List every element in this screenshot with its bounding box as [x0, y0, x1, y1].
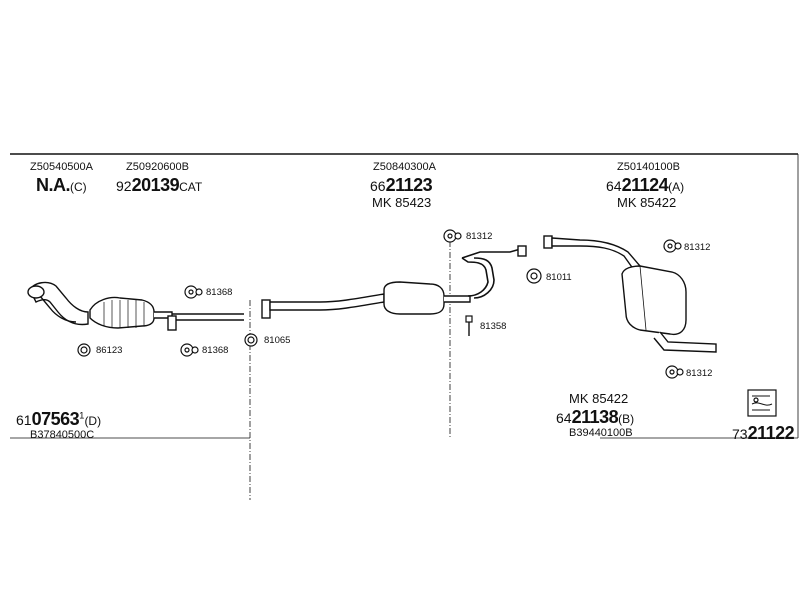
- part-5-suffix: (D): [84, 414, 102, 428]
- part-5-main: 07563: [31, 409, 80, 429]
- small-part-c-icon: [184, 285, 203, 299]
- part-2-main: 20139: [131, 175, 180, 195]
- small-part-i-icon: [665, 365, 684, 379]
- part-3: 6621123: [370, 175, 433, 195]
- small-part-f-label: 86123: [96, 345, 123, 356]
- small-part-f-icon: [77, 343, 91, 357]
- middle-pipe: [261, 245, 527, 319]
- part-6-code: B39440100B: [569, 427, 633, 439]
- part-6: 6421138(B): [556, 408, 634, 427]
- part-7-prefix: 73: [732, 426, 748, 442]
- part-3-mk: MK 85423: [372, 195, 432, 210]
- header-code-1: Z50540500A: [30, 161, 93, 173]
- part-4-main: 21124: [621, 175, 669, 195]
- catalytic-converter: [89, 296, 244, 331]
- part-na-suffix: (C): [70, 180, 87, 194]
- part-6-main: 21138: [571, 407, 619, 427]
- part-5-prefix: 61: [16, 412, 32, 428]
- small-part-e-icon: [465, 315, 473, 336]
- rear-muffler: [543, 235, 717, 353]
- header-code-4: Z50140100B: [617, 161, 680, 173]
- part-2-suffix: CAT: [179, 180, 203, 194]
- exhaust-kit-icon: [747, 389, 777, 417]
- part-6-prefix: 64: [556, 410, 572, 426]
- small-part-c-label: 81368: [206, 287, 233, 298]
- part-2-prefix: 92: [116, 178, 132, 194]
- part-4-suffix: (A): [668, 180, 685, 194]
- part-4: 6421124(A): [606, 176, 684, 195]
- part-7-main: 21122: [747, 423, 795, 443]
- part-5-code: B37840500C: [30, 429, 95, 441]
- part-6-suffix: (B): [618, 412, 635, 426]
- small-part-a-icon: [443, 229, 462, 243]
- header-code-3: Z50840300A: [373, 161, 436, 173]
- part-5: 61075631(D): [16, 410, 101, 429]
- small-part-d-icon: [180, 343, 199, 357]
- small-part-i-label: 81312: [686, 368, 713, 379]
- small-part-h-icon: [663, 239, 682, 253]
- part-6-mk: MK 85422: [569, 391, 629, 406]
- small-part-e-label: 81358: [480, 321, 507, 332]
- header-code-2: Z50920600B: [126, 161, 189, 173]
- part-7: 7321122: [732, 423, 795, 443]
- small-part-a-label: 81312: [466, 231, 493, 242]
- part-3-prefix: 66: [370, 178, 386, 194]
- small-part-d-label: 81368: [202, 345, 229, 356]
- part-4-prefix: 64: [606, 178, 622, 194]
- small-part-h-label: 81312: [684, 242, 711, 253]
- part-5-sup: 1: [79, 410, 85, 422]
- part-2: 9220139CAT: [116, 176, 202, 195]
- part-na: N.A.(C): [36, 176, 87, 195]
- small-part-g-label: 81065: [264, 335, 291, 346]
- front-pipe: [27, 281, 89, 326]
- part-3-main: 21123: [385, 175, 433, 195]
- small-part-g-icon: [244, 333, 258, 347]
- part-na-main: N.A.: [36, 175, 71, 195]
- part-4-mk: MK 85422: [617, 195, 677, 210]
- small-part-b-icon: [526, 268, 542, 284]
- small-part-b-label: 81011: [546, 272, 572, 283]
